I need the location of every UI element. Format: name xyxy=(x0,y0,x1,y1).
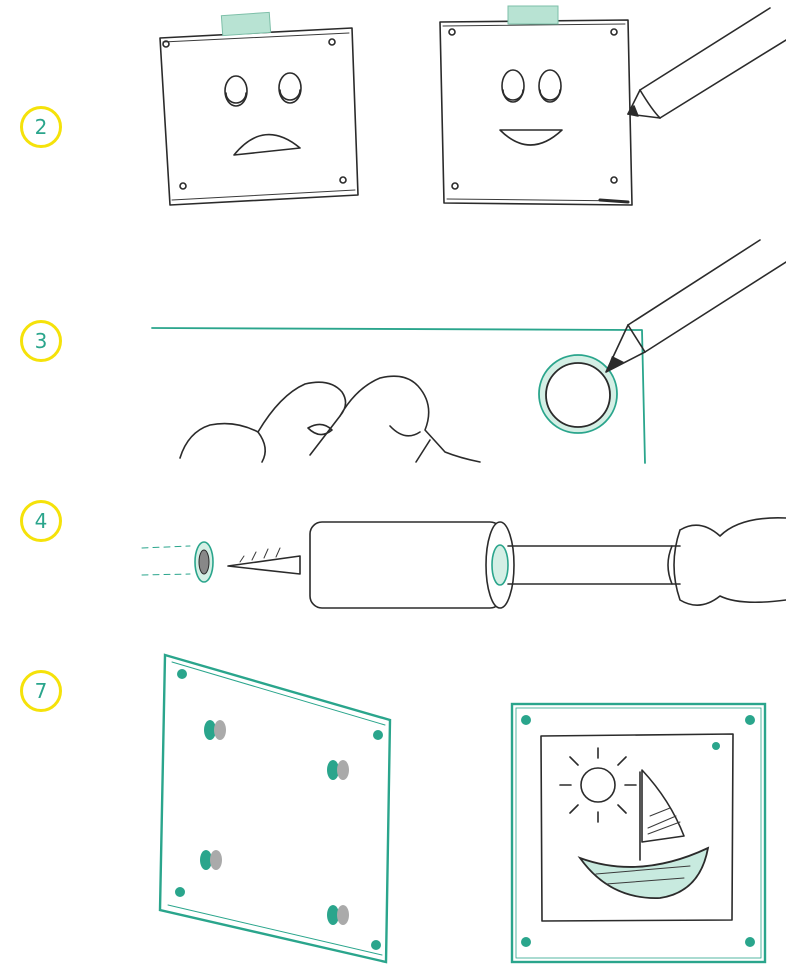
step-badge-2: 2 xyxy=(20,106,62,148)
step-number: 2 xyxy=(34,115,48,139)
step-number: 7 xyxy=(34,679,48,703)
wall-plug-icon xyxy=(141,541,214,583)
step-badge-4: 4 xyxy=(20,500,62,542)
pencil-icon xyxy=(627,7,786,119)
pencil-icon xyxy=(605,239,786,373)
step-number: 3 xyxy=(34,329,48,353)
screwdriver-icon xyxy=(309,517,786,609)
step-badge-3: 3 xyxy=(20,320,62,362)
paper-sad-face-icon xyxy=(159,11,359,206)
paper-happy-face-icon xyxy=(439,5,633,206)
framed-boat-drawing-icon xyxy=(510,702,767,964)
step-number: 4 xyxy=(34,509,48,533)
step-badge-7: 7 xyxy=(20,670,62,712)
drill-mark-icon xyxy=(538,354,618,434)
glass-panel-icon xyxy=(158,653,392,964)
screw-icon xyxy=(227,547,301,575)
standoff-spacers-icon xyxy=(200,720,349,925)
hand-icon xyxy=(179,375,481,463)
wall-outline xyxy=(151,327,646,464)
